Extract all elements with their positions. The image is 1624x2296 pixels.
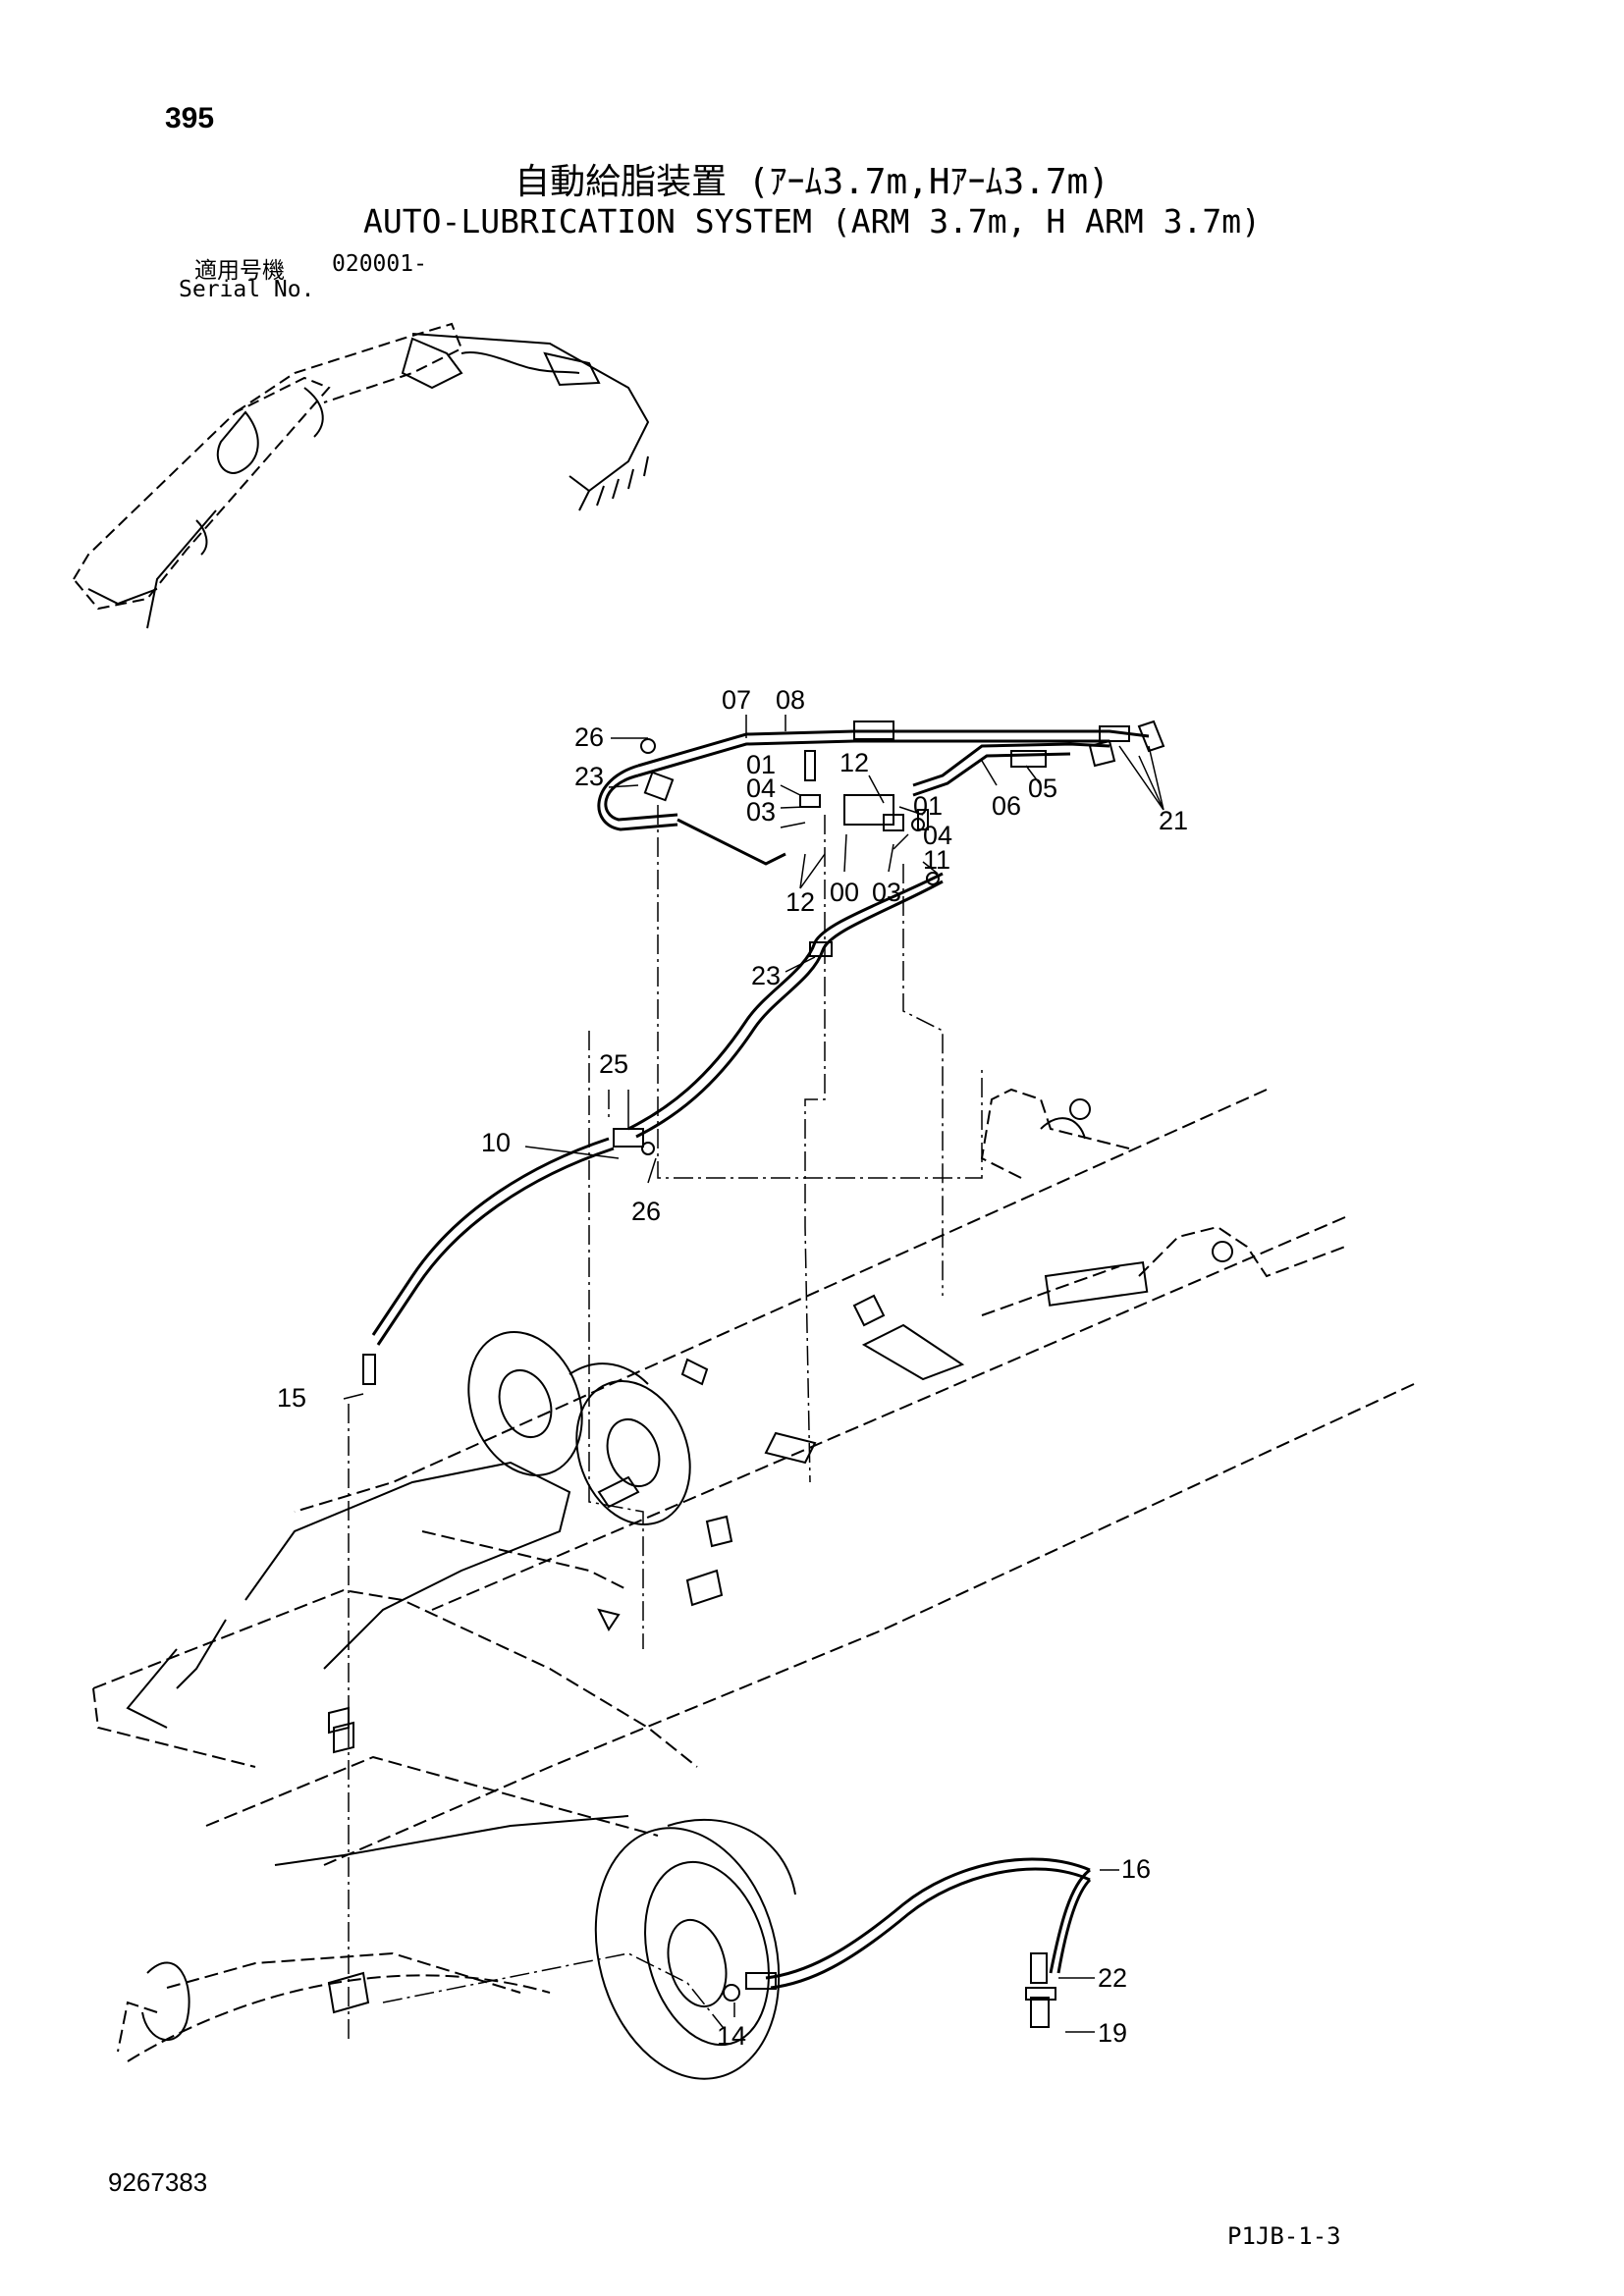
callout-21: 21 [1159, 806, 1188, 835]
callout-03-left: 03 [746, 797, 776, 827]
callout-00: 00 [830, 878, 859, 907]
title-english: AUTO-LUBRICATION SYSTEM (ARM 3.7m, H ARM… [363, 202, 1261, 240]
callout-leaders [343, 715, 1164, 2033]
serial-label-english: Serial No. [179, 277, 315, 302]
overview-thumbnail [72, 322, 650, 629]
callout-26-top: 26 [574, 722, 604, 752]
callout-08: 08 [776, 685, 805, 715]
callout-01-right: 01 [913, 791, 943, 821]
callout-04-left: 04 [746, 774, 776, 803]
callout-16: 16 [1121, 1854, 1151, 1884]
fittings [362, 720, 1165, 2028]
leader-centerlines [348, 805, 983, 2042]
callout-03-right: 03 [872, 878, 901, 907]
callout-01-left: 01 [746, 750, 776, 779]
callout-22: 22 [1098, 1963, 1127, 1993]
callout-25: 25 [599, 1049, 628, 1079]
serial-label-japanese: 適用号機 [194, 258, 285, 284]
callout-12-bottom: 12 [785, 887, 815, 917]
title-japanese: 自動給脂装置 (ｱｰﾑ3.7m,Hｱｰﾑ3.7m) [514, 162, 1110, 202]
page-number: 395 [165, 102, 215, 134]
serial-value: 020001- [332, 251, 427, 277]
callout-labels: 07 08 26 23 01 04 03 12 01 06 05 21 04 1… [277, 685, 1188, 2051]
callout-23-top: 23 [574, 762, 604, 791]
document-number: 9267383 [108, 2167, 208, 2197]
callout-26-mid: 26 [631, 1197, 661, 1226]
callout-19: 19 [1098, 2018, 1127, 2048]
callout-23-mid: 23 [751, 961, 781, 990]
callout-05: 05 [1028, 774, 1057, 803]
callout-14: 14 [717, 2021, 746, 2051]
arm-structure [126, 1098, 1233, 2080]
callout-04-right: 04 [923, 821, 952, 850]
page-code: P1JB-1-3 [1227, 2222, 1341, 2250]
callout-12-top: 12 [839, 748, 869, 777]
arm-outline [92, 1088, 1415, 2062]
callout-06: 06 [992, 791, 1021, 821]
callout-11: 11 [923, 845, 950, 875]
callout-07: 07 [722, 685, 751, 715]
grease-lines [371, 729, 1150, 1990]
callout-15: 15 [277, 1383, 306, 1413]
callout-10: 10 [481, 1128, 511, 1157]
